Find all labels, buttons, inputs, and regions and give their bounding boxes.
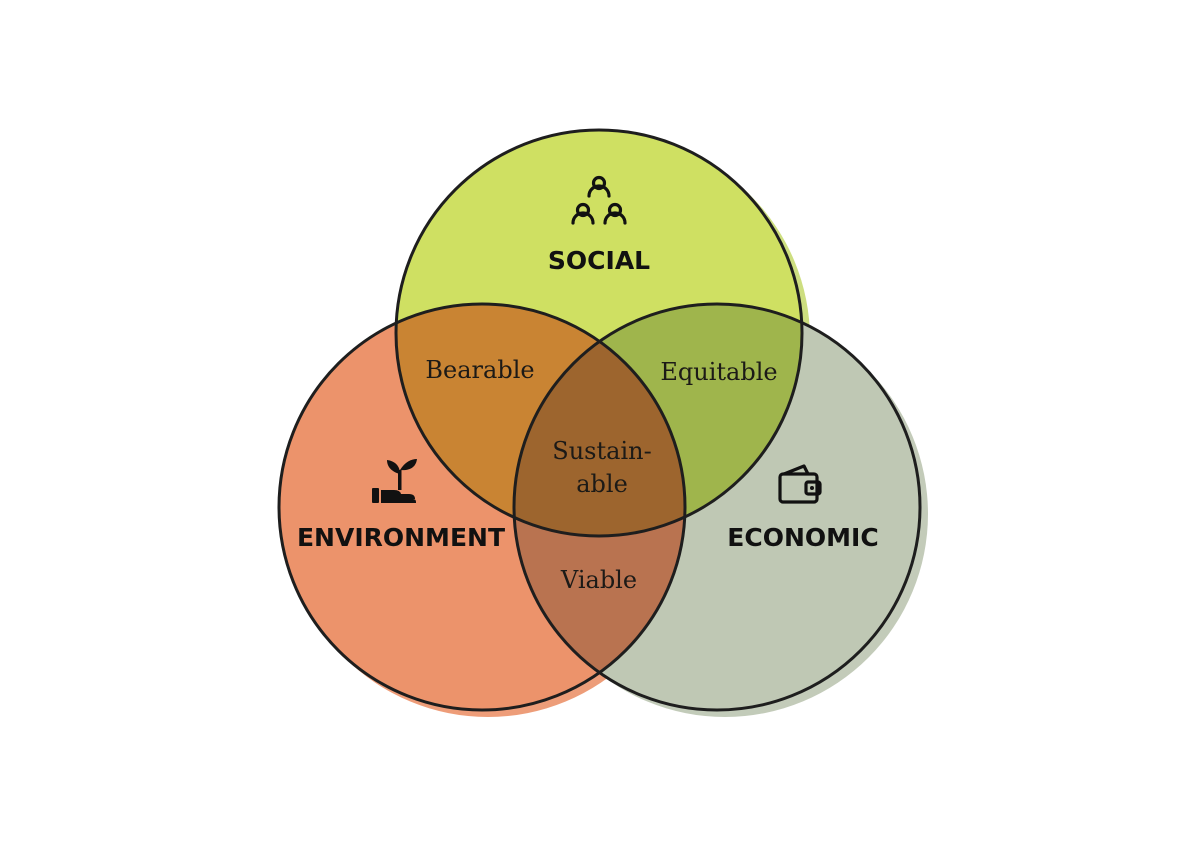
wallet-clasp-icon — [810, 486, 814, 490]
bearable-label: Bearable — [425, 356, 534, 384]
equitable-label: Equitable — [660, 358, 777, 386]
sustainable-label-line1: Sustain- — [552, 437, 651, 465]
people-group-icon — [571, 175, 627, 225]
economic-title: ECONOMIC — [727, 523, 878, 552]
social-title: SOCIAL — [548, 246, 650, 275]
sustainable-region — [514, 304, 685, 536]
economic-outline — [512, 302, 922, 712]
social-outline — [394, 128, 804, 538]
sustainable-label-line2: able — [576, 470, 628, 498]
hand-plant-icon — [372, 459, 417, 503]
wallet-icon — [778, 464, 822, 504]
environment-title: ENVIRONMENT — [297, 523, 505, 552]
environment-outline — [277, 302, 687, 712]
viable-label: Viable — [560, 566, 637, 594]
